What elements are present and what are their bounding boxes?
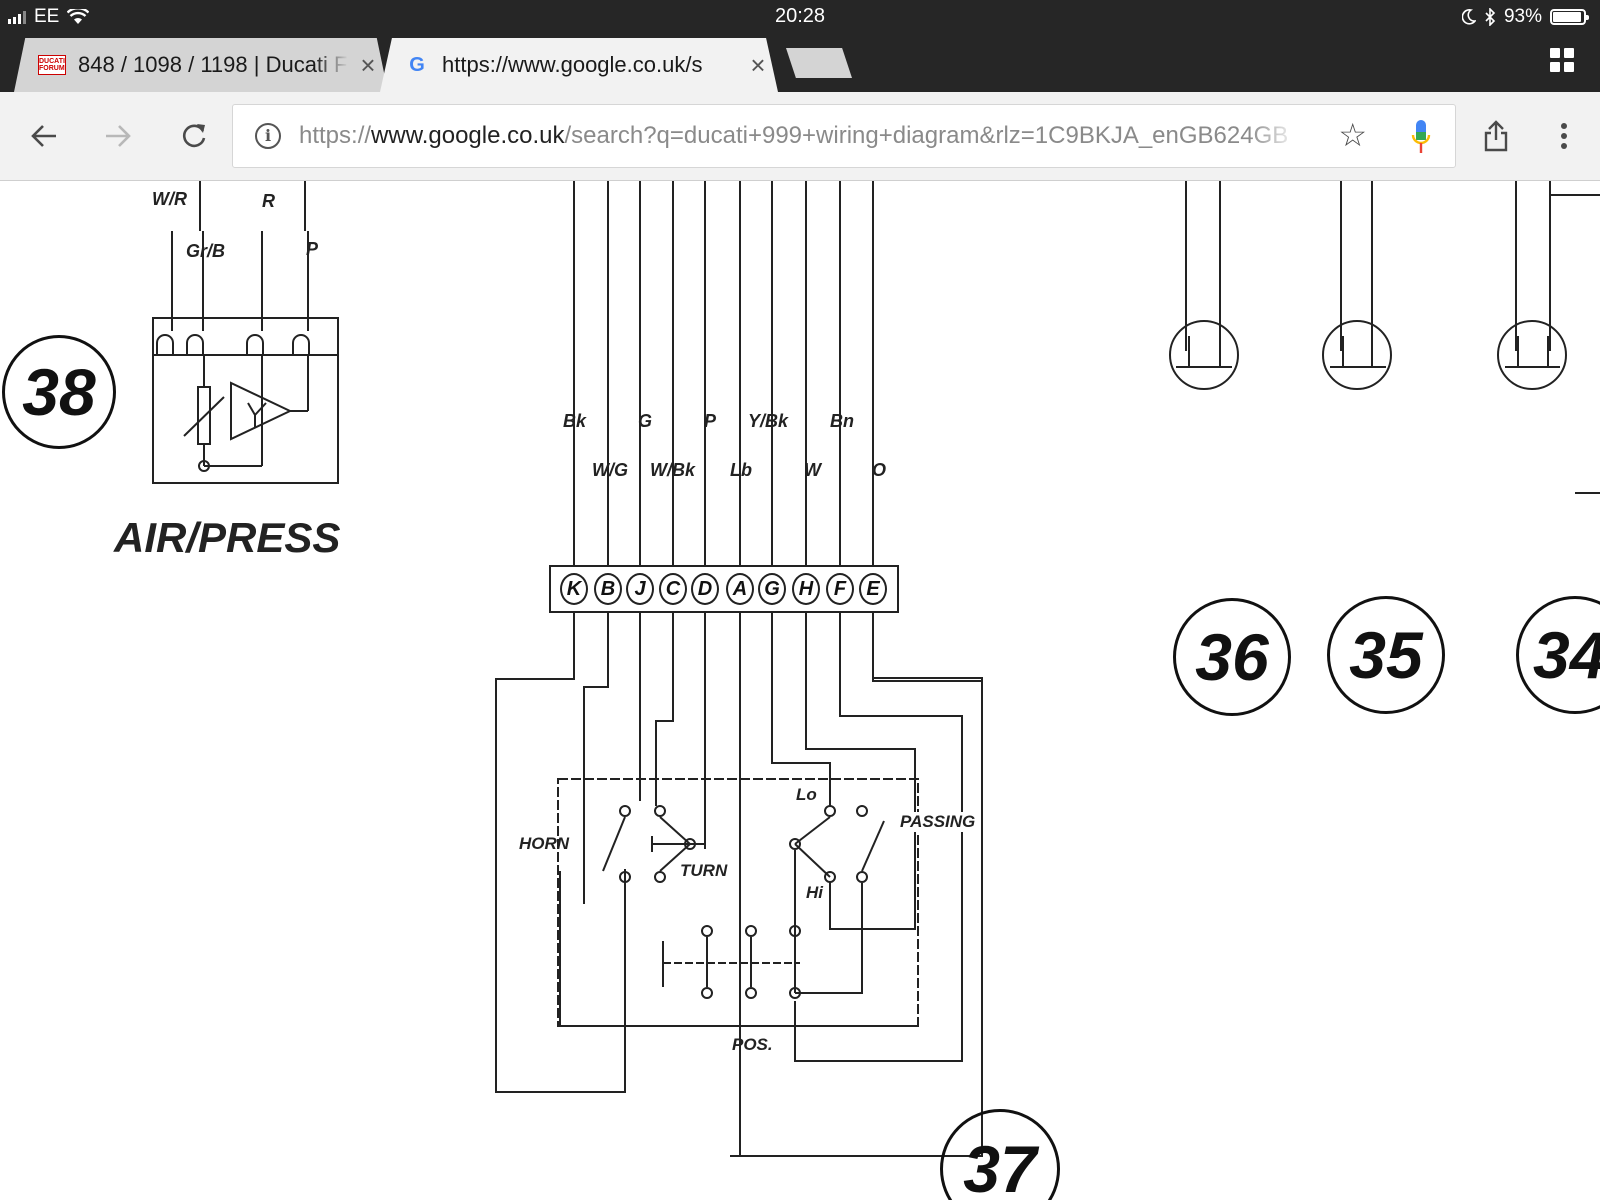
sensor-title: AIR/PRESS — [114, 514, 341, 561]
connector-pin: F — [826, 573, 854, 605]
horn-label: HORN — [519, 834, 570, 853]
tab-strip: DUCATI FORUM 848 / 1098 / 1198 | Ducati … — [0, 34, 1600, 92]
wire-label: Lb — [730, 460, 752, 480]
close-tab-icon[interactable]: × — [360, 49, 376, 80]
lo-label: Lo — [796, 785, 817, 804]
carrier-name: EE — [34, 6, 60, 27]
wire-label: W — [804, 460, 821, 480]
wifi-icon — [67, 9, 90, 24]
wire-label: O — [872, 460, 887, 480]
tab-switcher-icon[interactable] — [1550, 48, 1574, 72]
moon-icon — [1461, 9, 1476, 25]
status-bar: EE 20:28 93% — [0, 0, 1600, 34]
wire-label: W/R — [152, 189, 187, 209]
tab-title: 848 / 1098 / 1198 | Ducati F — [78, 52, 348, 77]
bluetooth-icon — [1485, 8, 1496, 26]
wiring-diagram-image[interactable]: W/R R Gr/B P 38 AIR/PRESS Bk G P Y/Bk Bn… — [0, 181, 1600, 1200]
connector-pin: D — [691, 573, 719, 605]
wire-label: P — [704, 411, 717, 431]
pos-label: POS. — [732, 1035, 773, 1054]
clock: 20:28 — [774, 5, 826, 27]
forward-icon[interactable] — [94, 112, 142, 160]
wire-label: Gr/B — [186, 241, 226, 261]
close-tab-icon[interactable]: × — [750, 49, 766, 80]
component-number-35: 35 — [1327, 596, 1445, 714]
connector-pin: B — [594, 573, 622, 605]
component-number-38: 38 — [2, 335, 116, 449]
new-tab-button[interactable] — [786, 48, 852, 78]
google-favicon-icon: G — [409, 53, 425, 76]
wire-label: W/Bk — [650, 460, 695, 480]
tab-title: https://www.google.co.uk/s — [442, 52, 703, 77]
component-number-36: 36 — [1173, 598, 1291, 716]
turn-label: TURN — [680, 861, 728, 880]
battery-icon — [1550, 9, 1589, 25]
back-icon[interactable] — [20, 112, 68, 160]
info-icon[interactable]: i — [255, 123, 281, 149]
wire-label: P — [306, 239, 319, 259]
ducati-forum-favicon-icon: DUCATI FORUM — [38, 55, 66, 75]
reload-icon[interactable] — [170, 112, 218, 160]
wire-label: W/G — [592, 460, 628, 480]
passing-label: PASSING — [900, 812, 976, 832]
wiring-diagram-lines — [152, 181, 1600, 1157]
connector-pin: E — [859, 573, 887, 605]
connector-pin: G — [758, 573, 786, 605]
connector-pin: C — [659, 573, 687, 605]
url-text[interactable]: https://www.google.co.uk/search?q=ducati… — [299, 122, 1289, 149]
address-bar[interactable]: i https://www.google.co.uk/search?q=duca… — [232, 104, 1456, 168]
tab-ducati-forum[interactable]: DUCATI FORUM 848 / 1098 / 1198 | Ducati … — [14, 38, 388, 92]
battery-percent: 93% — [1503, 6, 1542, 27]
bookmark-star-icon[interactable]: ☆ — [1338, 117, 1367, 153]
connector-pin: J — [626, 573, 654, 605]
wire-label: G — [638, 411, 653, 431]
wire-label: R — [262, 191, 275, 211]
wire-label: Bk — [563, 411, 587, 431]
signal-bars-icon — [8, 10, 26, 24]
share-icon[interactable] — [1472, 112, 1520, 160]
connector-pin: H — [792, 573, 820, 605]
connector-pin: K — [560, 573, 588, 605]
hi-label: Hi — [806, 883, 823, 902]
toolbar: i https://www.google.co.uk/search?q=duca… — [0, 92, 1600, 181]
more-icon[interactable] — [1540, 112, 1588, 160]
mic-icon[interactable] — [1411, 119, 1431, 155]
tab-google-search[interactable]: G https://www.google.co.uk/s × — [380, 38, 778, 92]
wire-label: Bn — [830, 411, 854, 431]
wire-label: Y/Bk — [748, 411, 789, 431]
connector-pin: A — [726, 573, 754, 605]
